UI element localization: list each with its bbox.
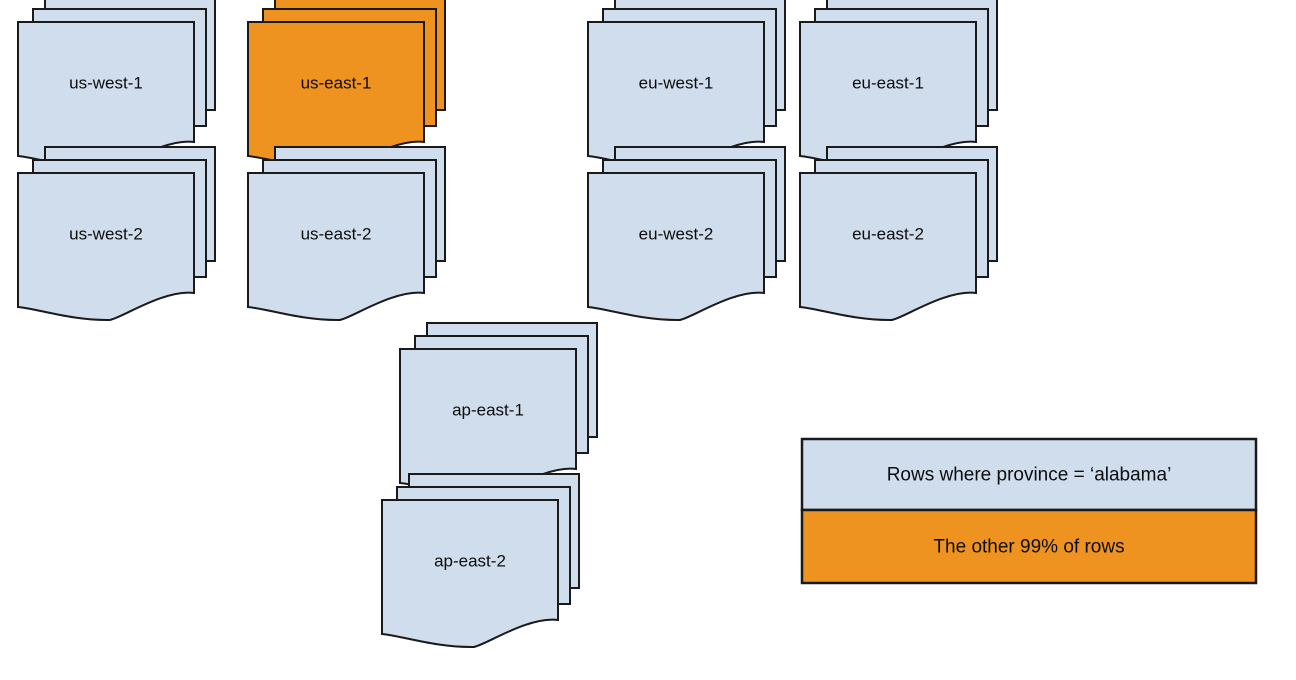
document-stack-us-west-1[interactable]: us-west-1: [17, 0, 216, 171]
stack-sheet-front: [381, 499, 559, 649]
document-stack-eu-west-1[interactable]: eu-west-1: [587, 0, 786, 171]
document-stack-ap-east-1[interactable]: ap-east-1: [399, 322, 598, 498]
stack-sheet-front: [587, 172, 765, 322]
stack-label-eu-east-1: eu-east-1: [852, 73, 924, 92]
stack-label-us-east-1: us-east-1: [301, 73, 372, 92]
document-stack-eu-west-2[interactable]: eu-west-2: [587, 146, 786, 322]
stack-sheet-front: [17, 172, 195, 322]
document-stack-eu-east-2[interactable]: eu-east-2: [799, 146, 998, 322]
stack-sheet-front: [799, 172, 977, 322]
stack-label-us-east-2: us-east-2: [301, 224, 372, 243]
stack-label-us-west-2: us-west-2: [69, 224, 143, 243]
stack-label-eu-east-2: eu-east-2: [852, 224, 924, 243]
legend-row-orange: The other 99% of rows: [800, 508, 1258, 585]
stack-label-eu-west-1: eu-west-1: [639, 73, 714, 92]
stack-label-us-west-1: us-west-1: [69, 73, 143, 92]
legend-label-0: Rows where province = ‘alabama’: [887, 465, 1172, 486]
stack-layer: us-west-1 us-east-1 eu-west-1 eu-east-1 us-w…: [17, 0, 998, 649]
document-stack-us-east-1[interactable]: us-east-1: [247, 0, 446, 171]
stack-label-eu-west-2: eu-west-2: [639, 224, 714, 243]
legend-swatch-highlight_blue: [800, 437, 1258, 512]
document-stack-eu-east-1[interactable]: eu-east-1: [799, 0, 998, 171]
stack-label-ap-east-1: ap-east-1: [452, 400, 524, 419]
document-stack-us-east-2[interactable]: us-east-2: [247, 146, 446, 322]
document-stack-us-west-2[interactable]: us-west-2: [17, 146, 216, 322]
stack-label-ap-east-2: ap-east-2: [434, 551, 506, 570]
legend-swatch-highlight_orange: [800, 508, 1258, 585]
legend-layer: Rows where province = ‘alabama’ The other…: [800, 437, 1258, 585]
document-stack-ap-east-2[interactable]: ap-east-2: [381, 473, 580, 649]
legend-label-1: The other 99% of rows: [933, 537, 1124, 558]
stack-sheet-front: [247, 172, 425, 322]
legend-row-blue: Rows where province = ‘alabama’: [800, 437, 1258, 512]
